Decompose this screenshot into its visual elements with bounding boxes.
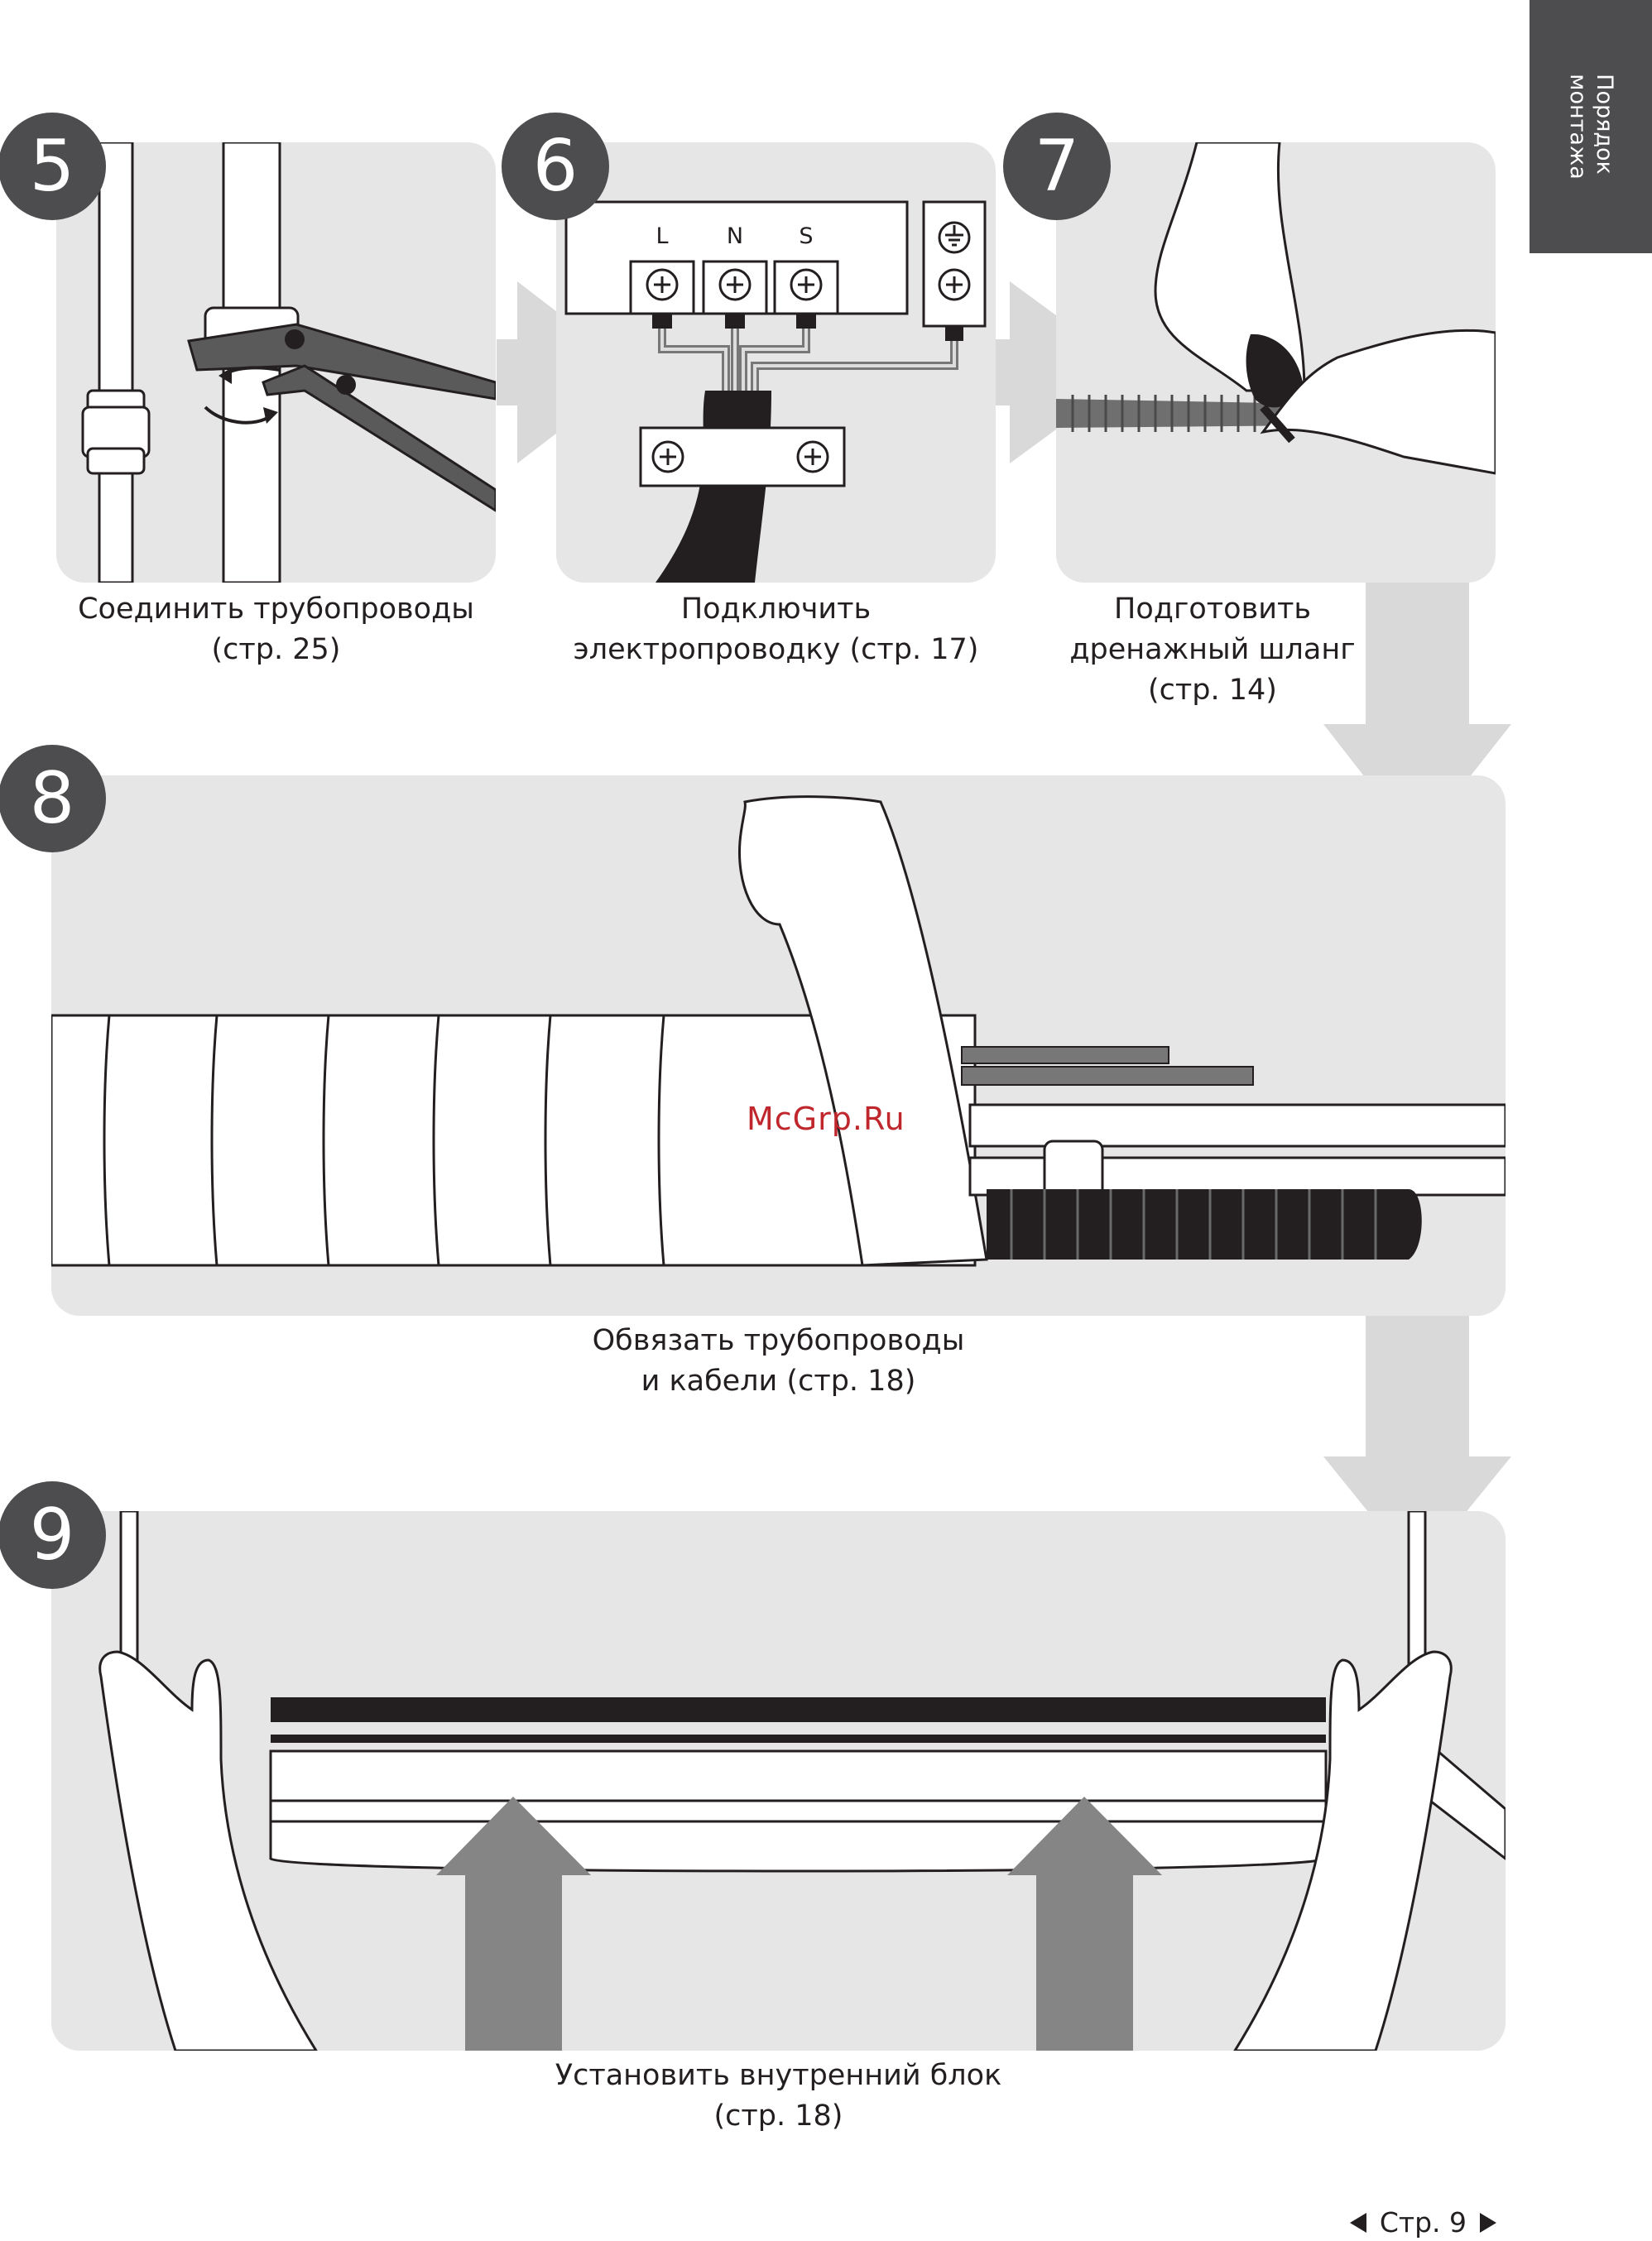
pipe-wrapping-illustration xyxy=(51,775,1506,1316)
step-5-number: 5 xyxy=(0,113,106,220)
wiring-terminal-illustration: L N S xyxy=(556,142,996,583)
step-7-caption: Подготовить дренажный шланг (стр. 14) xyxy=(1018,589,1407,711)
indoor-unit-illustration xyxy=(51,1511,1506,2051)
pipe-wrench-illustration xyxy=(56,142,496,583)
section-tab: Порядок монтажа xyxy=(1530,0,1652,253)
page-number: Стр. 9 xyxy=(1380,2206,1467,2239)
terminal-label-l: L xyxy=(656,223,668,249)
step-5-panel xyxy=(56,142,496,583)
step-8-panel xyxy=(51,775,1506,1316)
step-6-number: 6 xyxy=(502,113,609,220)
terminal-label-s: S xyxy=(799,223,813,249)
prev-page-icon[interactable] xyxy=(1350,2213,1366,2233)
page-navigation: Стр. 9 xyxy=(1350,2205,1496,2239)
terminal-label-n: N xyxy=(727,223,743,249)
step-8-number: 8 xyxy=(0,745,106,852)
next-page-icon[interactable] xyxy=(1480,2213,1496,2233)
drain-hose-illustration xyxy=(1056,142,1496,583)
terminal-screws xyxy=(631,262,838,314)
step-9-panel xyxy=(51,1511,1506,2051)
step-9-caption: Установить внутренний блок (стр. 18) xyxy=(51,2056,1506,2137)
step-8-caption: Обвязать трубопроводы и кабели (стр. 18) xyxy=(51,1321,1506,1402)
section-tab-label: Порядок монтажа xyxy=(1564,74,1617,180)
watermark: McGrp.Ru xyxy=(747,1101,905,1137)
step-5-caption: Соединить трубопроводы (стр. 25) xyxy=(56,589,496,670)
step-9-number: 9 xyxy=(0,1481,106,1589)
step-7-panel xyxy=(1056,142,1496,583)
step-6-panel: L N S xyxy=(556,142,996,583)
step-6-caption: Подключить электропроводку (стр. 17) xyxy=(556,589,996,670)
step-7-number: 7 xyxy=(1003,113,1111,220)
